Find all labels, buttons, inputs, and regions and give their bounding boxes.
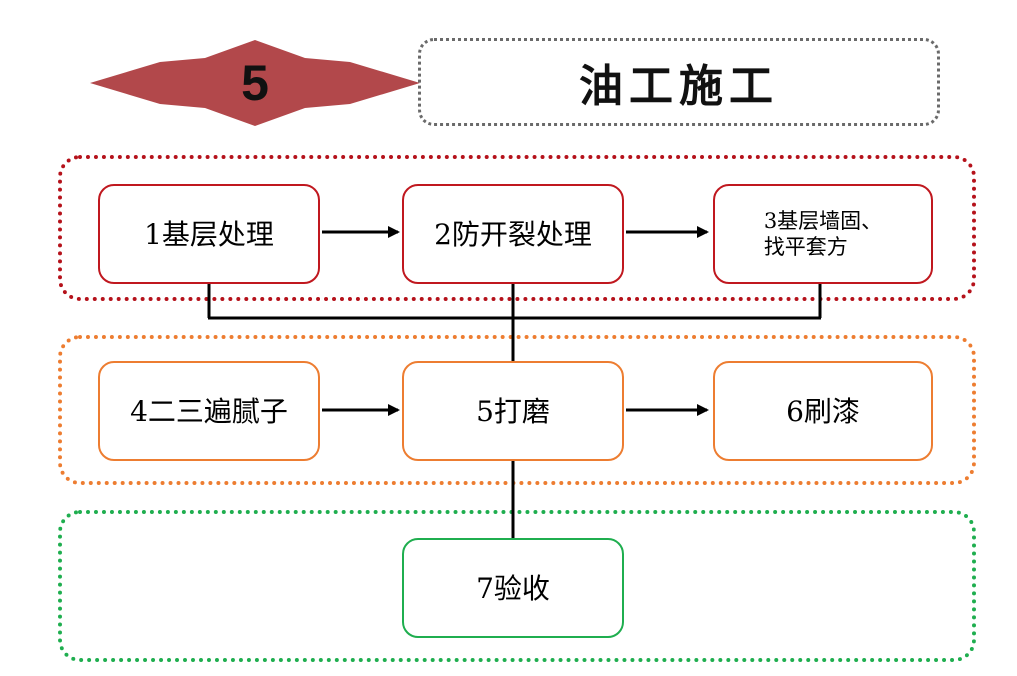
step-base-treatment: 1基层处理	[98, 184, 320, 284]
step-acceptance: 7验收	[402, 538, 624, 638]
phase-group-finishing	[58, 335, 976, 485]
step-wall-reinforcement-leveling: 3基层墙固、 找平套方	[713, 184, 933, 284]
star-banner-shape	[90, 40, 420, 126]
title-box: 油工施工	[418, 38, 940, 126]
step-painting: 6刷漆	[713, 361, 933, 461]
badge-number: 5	[241, 55, 269, 111]
step-number-badge: 5	[90, 40, 420, 126]
page-title: 油工施工	[579, 61, 779, 112]
step-sanding: 5打磨	[402, 361, 624, 461]
phase-group-preparation	[58, 155, 976, 301]
step-3-label: 3基层墙固、 找平套方	[763, 208, 883, 259]
phase-group-acceptance	[58, 510, 976, 662]
step-anti-crack-treatment: 2防开裂处理	[402, 184, 624, 284]
step-putty-coats: 4二三遍腻子	[98, 361, 320, 461]
